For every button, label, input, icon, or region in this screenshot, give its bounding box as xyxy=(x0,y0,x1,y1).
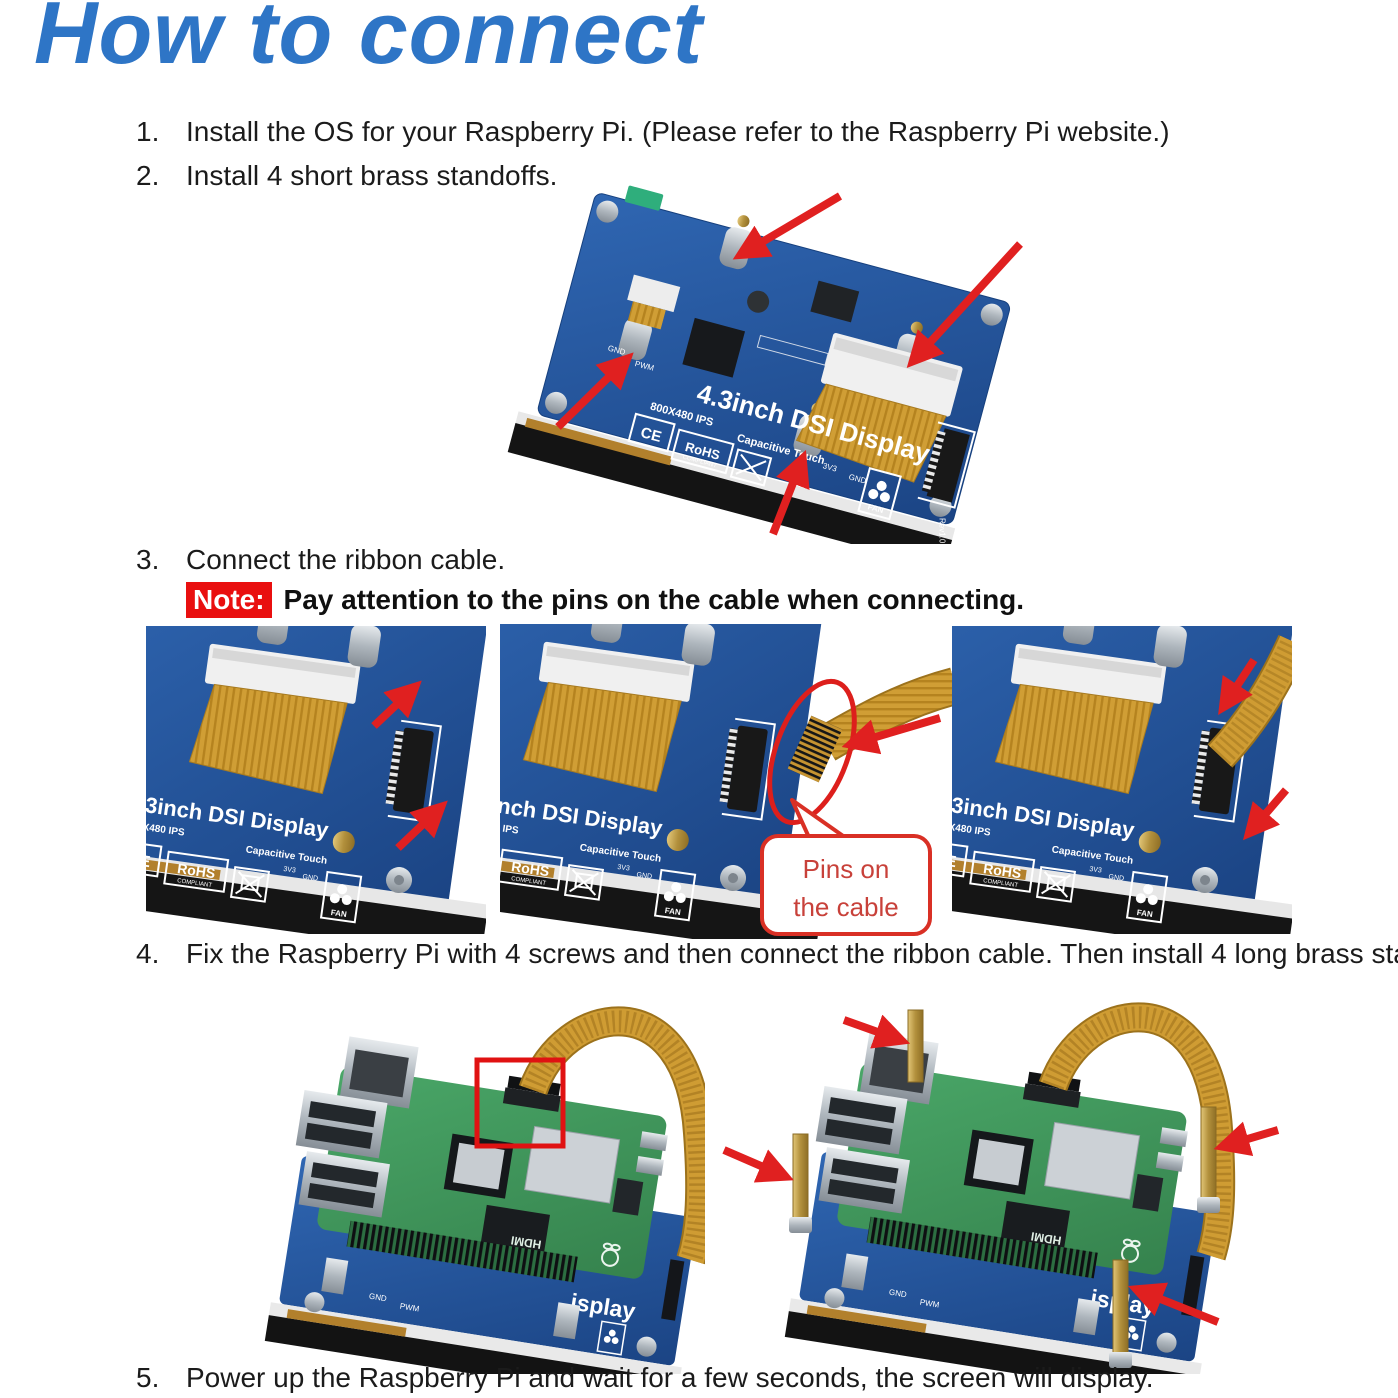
weee-mark xyxy=(729,448,773,487)
display-board-photo: 4.3inch DSI Display 800X480 IPS Capaciti… xyxy=(507,185,1011,544)
ce-mark: CE xyxy=(639,424,664,446)
figure-open-latch xyxy=(146,626,486,934)
red-arrow xyxy=(842,1014,911,1049)
touch-ffc-ribbon xyxy=(627,301,666,330)
step-number: 3. xyxy=(136,544,160,575)
callout-text-line1: Pins on xyxy=(803,854,890,884)
ffc-ribbon xyxy=(795,383,947,483)
figure-pi-standoffs xyxy=(722,984,1280,1374)
screen-stack xyxy=(507,423,953,544)
v33-label: 3V3 xyxy=(822,461,839,474)
step-number: 4. xyxy=(136,938,160,969)
driver-chip xyxy=(682,317,746,378)
step-1: 1. Install the OS for your Raspberry Pi.… xyxy=(136,116,1170,148)
green-tab xyxy=(624,185,664,211)
figure-pi-mounted xyxy=(233,988,705,1374)
red-ellipse-highlight xyxy=(767,678,857,826)
step-text: Connect the ribbon cable. xyxy=(186,544,506,575)
step-number: 5. xyxy=(136,1362,160,1393)
display-board-corner-photo xyxy=(952,626,1292,934)
step-text: Power up the Raspberry Pi and wait for a… xyxy=(186,1362,1154,1393)
page-title: How to connect xyxy=(34,0,704,82)
pi-on-display-assembly-photo xyxy=(785,1017,1245,1374)
red-arrow xyxy=(841,714,942,755)
ribbon-cable xyxy=(1207,634,1292,768)
fan-label: FAN xyxy=(867,502,885,515)
note-row: Note: Pay attention to the pins on the ca… xyxy=(186,582,1025,618)
red-arrow xyxy=(732,192,843,260)
cable-pins xyxy=(787,715,843,783)
red-arrow xyxy=(1218,657,1258,716)
step-5: 5. Power up the Raspberry Pi and wait fo… xyxy=(136,1362,1154,1394)
step-text: Fix the Raspberry Pi with 4 screws and t… xyxy=(186,938,1398,969)
step-3: 3. Connect the ribbon cable. xyxy=(136,544,505,576)
step-4: 4. Fix the Raspberry Pi with 4 screws an… xyxy=(136,938,1398,970)
display-board-corner-photo xyxy=(146,626,486,934)
dsi-connector-silkscreen xyxy=(917,421,976,509)
brass-standoff-rod xyxy=(1109,1259,1132,1368)
corner-screw xyxy=(596,200,619,223)
red-arrow xyxy=(1213,1121,1280,1157)
figure-insert-cable: Pins on the cable xyxy=(500,624,955,939)
red-arrow xyxy=(1242,787,1290,841)
dsi-connector xyxy=(926,428,970,503)
red-arrow xyxy=(722,1146,794,1183)
red-arrow xyxy=(371,680,422,729)
rohs-mark-box xyxy=(670,428,735,475)
corner-screw xyxy=(545,391,568,414)
step-2: 2. Install 4 short brass standoffs. xyxy=(136,160,557,192)
chip xyxy=(810,280,860,323)
ribbon-cable xyxy=(787,667,955,783)
callout-box xyxy=(760,834,932,936)
fan-mark: FAN xyxy=(857,467,902,521)
touch-ffc-connector xyxy=(627,274,681,313)
figure-install-standoffs: 4.3inch DSI Display 800X480 IPS Capaciti… xyxy=(507,185,1023,544)
brass-standoff-rod xyxy=(1197,1106,1220,1213)
red-arrow xyxy=(395,800,448,851)
red-arrow xyxy=(906,241,1023,368)
step-text: Install 4 short brass standoffs. xyxy=(186,160,558,191)
rev-label: Rev1.0 xyxy=(937,518,946,544)
step-text: Install the OS for your Raspberry Pi. (P… xyxy=(186,116,1170,147)
brass-standoff-rod xyxy=(907,1009,924,1083)
ffc-connector-latch xyxy=(833,337,959,382)
pi-on-display-assembly-photo xyxy=(265,1021,705,1374)
brass-standoff-rod xyxy=(789,1133,812,1233)
note-text: Pay attention to the pins on the cable w… xyxy=(283,584,1025,615)
callout-bubble: Pins on the cable xyxy=(760,798,932,936)
red-arrow xyxy=(769,449,810,536)
note-label: Note: xyxy=(186,582,272,618)
step-number: 1. xyxy=(136,116,160,147)
red-square-highlight xyxy=(474,1057,566,1149)
callout-text-line2: the cable xyxy=(793,892,899,922)
step-number: 2. xyxy=(136,160,160,191)
dsi-connector-pins xyxy=(921,430,946,493)
corner-screw xyxy=(980,303,1003,326)
inductor xyxy=(747,290,770,313)
screen-flex-strip xyxy=(524,417,673,466)
red-arrow xyxy=(555,352,634,430)
red-arrow xyxy=(1127,1282,1220,1326)
ce-mark-box xyxy=(627,412,676,453)
figure-press-latch xyxy=(952,626,1292,934)
